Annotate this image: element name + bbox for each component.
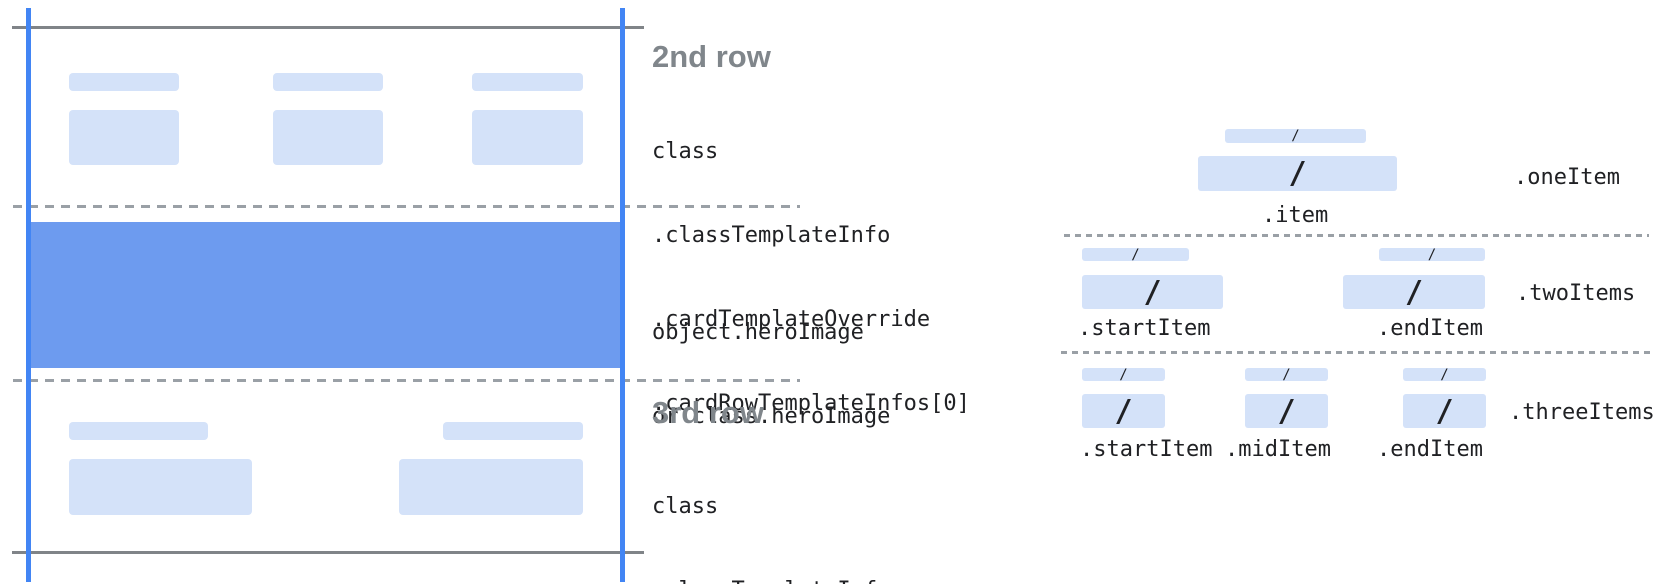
- row3-item1-value-block: [69, 459, 252, 515]
- row3-item2-label-bar: [443, 422, 583, 440]
- two-items-template-label: .twoItems: [1516, 281, 1636, 306]
- code-line: .classTemplateInfo: [652, 223, 891, 248]
- row2-heading: 2nd row: [652, 39, 771, 74]
- row3-item1-label-bar: [69, 422, 208, 440]
- row2-item2-value-block: [273, 110, 383, 165]
- end-item-label: .endItem: [1377, 437, 1483, 462]
- hero-code-block: object.heroImage or class.heroImage: [652, 263, 890, 487]
- slash-glyph: /: [1277, 393, 1296, 429]
- code-line: .classTemplateInfo: [652, 577, 970, 584]
- hero-top-dashed-line: [13, 205, 800, 208]
- mid-item-value-bar: /: [1245, 393, 1328, 429]
- start-item-label-bar: /: [1082, 246, 1189, 263]
- code-line: class: [652, 494, 719, 519]
- card-right-guide-line: [620, 8, 625, 582]
- end-item-label-bar: /: [1403, 366, 1486, 383]
- template-separator-2: [1061, 351, 1652, 354]
- row2-code-block: class .classTemplateInfo .cardTemplateOv…: [652, 82, 970, 474]
- code-line: object.heroImage: [652, 320, 864, 345]
- code-line: class: [652, 139, 719, 164]
- slash-glyph: /: [1143, 274, 1162, 310]
- row2-item3-value-block: [472, 110, 583, 165]
- slash-glyph: /: [1119, 366, 1128, 383]
- code-line: or class.heroImage: [652, 404, 891, 429]
- slash-glyph: /: [1427, 246, 1437, 263]
- start-item-label: .startItem: [1078, 316, 1211, 341]
- end-item-value-bar: /: [1403, 393, 1486, 429]
- slash-glyph: /: [1291, 128, 1300, 144]
- start-item-value-bar: /: [1082, 393, 1165, 429]
- slash-glyph: /: [1114, 393, 1133, 429]
- card-bottom-rule: [12, 551, 644, 554]
- end-item-label: .endItem: [1377, 316, 1483, 341]
- row3-item2-value-block: [399, 459, 583, 515]
- start-item-value-bar: /: [1082, 274, 1223, 310]
- row3-heading: 3rd row: [652, 395, 764, 430]
- row2-item1-label-bar: [69, 73, 179, 91]
- one-item-value-bar: /: [1198, 156, 1397, 191]
- code-line: .cardTemplateOverride: [652, 307, 931, 332]
- one-item-template-label: .oneItem: [1514, 165, 1620, 190]
- mid-item-label: .midItem: [1225, 437, 1331, 462]
- card-left-guide-line: [26, 8, 31, 582]
- slash-glyph: /: [1288, 156, 1307, 191]
- hero-bottom-dashed-line: [13, 379, 800, 382]
- slash-glyph: /: [1282, 366, 1291, 383]
- item-label: .item: [1262, 203, 1329, 228]
- row2-item3-label-bar: [472, 73, 583, 91]
- row2-item2-label-bar: [273, 73, 383, 91]
- three-items-template-label: .threeItems: [1509, 400, 1655, 425]
- start-item-label-bar: /: [1082, 366, 1165, 383]
- slash-glyph: /: [1131, 246, 1140, 263]
- slash-glyph: /: [1440, 366, 1449, 383]
- code-line: .cardRowTemplateInfos[0]: [652, 391, 970, 416]
- slash-glyph: /: [1435, 393, 1454, 429]
- mid-item-label-bar: /: [1245, 366, 1328, 383]
- template-separator-1: [1064, 234, 1649, 237]
- row2-item1-value-block: [69, 110, 179, 165]
- one-item-label-bar: /: [1225, 128, 1366, 144]
- hero-image-band: [27, 222, 625, 368]
- end-item-label-bar: /: [1379, 246, 1485, 263]
- end-item-value-bar: /: [1343, 274, 1485, 310]
- slash-glyph: /: [1404, 274, 1424, 310]
- card-top-rule: [12, 26, 644, 29]
- start-item-label: .startItem: [1080, 437, 1213, 462]
- row3-code-block: class .classTemplateInfo .cardTemplateOv…: [652, 437, 970, 584]
